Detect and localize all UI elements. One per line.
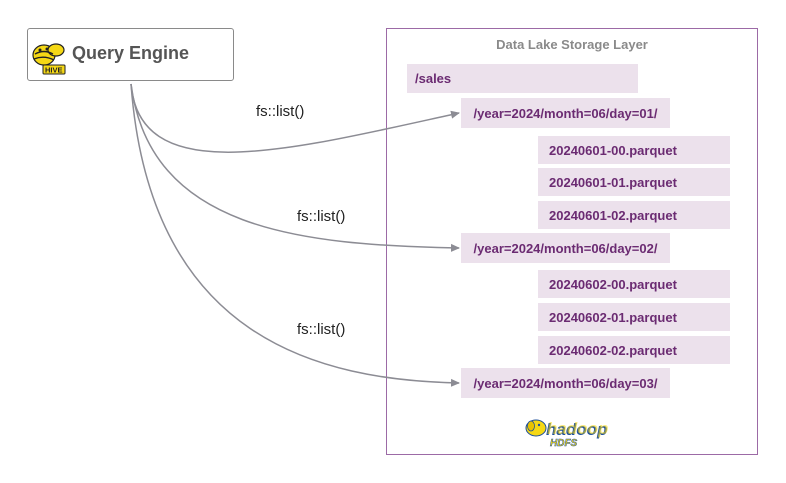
edge-label-day03: fs::list(): [297, 321, 346, 338]
hadoop-hdfs-logo-icon: hadoop hadoop HDFS: [525, 419, 608, 448]
file-chip: 20240602-01.parquet: [538, 303, 730, 331]
file-chip: 20240601-00.parquet: [538, 136, 730, 164]
file-chip: 20240601-02.parquet: [538, 201, 730, 229]
edge-label-day01: fs::list(): [256, 103, 305, 120]
edge-day03: [130, 83, 460, 387]
edge-day02: [130, 83, 460, 252]
svg-text:hadoop: hadoop: [546, 420, 607, 439]
storage-layer-title: Data Lake Storage Layer: [496, 37, 648, 52]
svg-text:HDFS: HDFS: [550, 438, 578, 448]
root-folder-chip: /sales: [407, 64, 638, 93]
edge-day01: [130, 83, 460, 153]
file-chip: 20240601-01.parquet: [538, 168, 730, 196]
hive-bee-icon: HIVE: [32, 43, 66, 75]
file-chip: 20240602-00.parquet: [538, 270, 730, 298]
partition-chip: /year=2024/month=06/day=03/: [461, 368, 670, 398]
partition-chip: /year=2024/month=06/day=02/: [461, 233, 670, 263]
edge-label-day02: fs::list(): [297, 208, 346, 225]
partition-chip: /year=2024/month=06/day=01/: [461, 98, 670, 128]
svg-text:HIVE: HIVE: [45, 66, 63, 75]
file-chip: 20240602-02.parquet: [538, 336, 730, 364]
query-engine-title: Query Engine: [72, 43, 190, 63]
svg-text:hadoop: hadoop: [547, 419, 608, 438]
